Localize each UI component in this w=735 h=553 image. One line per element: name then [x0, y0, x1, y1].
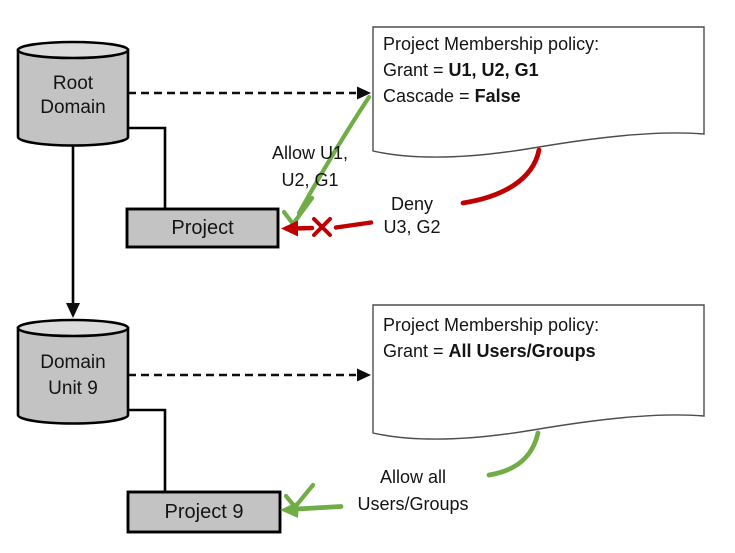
allow-bottom-line2: Users/Groups [357, 494, 469, 514]
policy-unit9-grant-label: Grant = [383, 341, 444, 362]
checkmark-icon-project9 [283, 482, 316, 511]
policy-root-cascade-line: Cascade = False [383, 83, 599, 109]
hierarchy-arrow [66, 145, 80, 318]
policy-link-unit9-arrow [128, 368, 371, 382]
policy-doc-root [372, 26, 705, 158]
policy-link-root-arrow [128, 86, 371, 100]
deny-line2: U3, G2 [383, 217, 441, 237]
policy-root-grant-value: U1, U2, G1 [448, 60, 539, 81]
unit9-project9-connector [128, 408, 167, 492]
allow-bottom-line1: Allow all [379, 467, 447, 487]
policy-unit9-grant-line: Grant = All Users/Groups [383, 338, 599, 364]
domain-unit9-cylinder [16, 318, 130, 425]
allow-curve-top [296, 94, 372, 216]
allow-top-line1: Allow U1, [271, 143, 349, 163]
project9-label: Project 9 [164, 501, 244, 523]
policy-root-title: Project Membership policy: [383, 34, 600, 54]
policy-unit9-text: Project Membership policy: Grant = All U… [383, 312, 599, 364]
allow-arrow-project9 [280, 501, 344, 518]
project9-box [126, 490, 282, 534]
policy-root-grant-line: Grant = U1, U2, G1 [383, 57, 599, 83]
domain-unit9-label-line2: Unit 9 [48, 377, 98, 399]
root-domain-label-line2: Domain [40, 96, 106, 118]
policy-root-cascade-label: Cascade = [383, 86, 470, 107]
x-icon [312, 217, 332, 237]
root-domain-label-line1: Root [52, 73, 94, 94]
policy-root-cascade-value: False [474, 86, 521, 107]
policy-doc-unit9 [372, 304, 705, 440]
project-box [125, 207, 280, 249]
policy-root-grant-label: Grant = [383, 60, 444, 81]
allow-bottom-label: Allow all Users/Groups [338, 464, 488, 518]
deny-curve [460, 147, 542, 206]
project-label: Project [171, 217, 234, 239]
policy-unit9-grant-value: All Users/Groups [448, 341, 596, 362]
deny-arrow [281, 220, 374, 237]
domain-unit9-label: Domain Unit 9 [18, 350, 128, 401]
policy-root-text: Project Membership policy: Grant = U1, U… [383, 31, 599, 110]
deny-line1: Deny [390, 194, 434, 214]
root-domain-cylinder [16, 40, 130, 147]
domain-unit9-label-line1: Domain [40, 352, 106, 373]
allow-curve-bottom [486, 430, 541, 478]
root-project-connector [128, 126, 167, 209]
policy-unit9-title: Project Membership policy: [383, 315, 600, 335]
deny-label: Deny U3, G2 [360, 193, 464, 239]
root-domain-label: Root Domain [18, 72, 128, 119]
allow-top-line2: U2, G1 [281, 169, 339, 190]
allow-top-label: Allow U1, U2, G1 [248, 140, 372, 193]
